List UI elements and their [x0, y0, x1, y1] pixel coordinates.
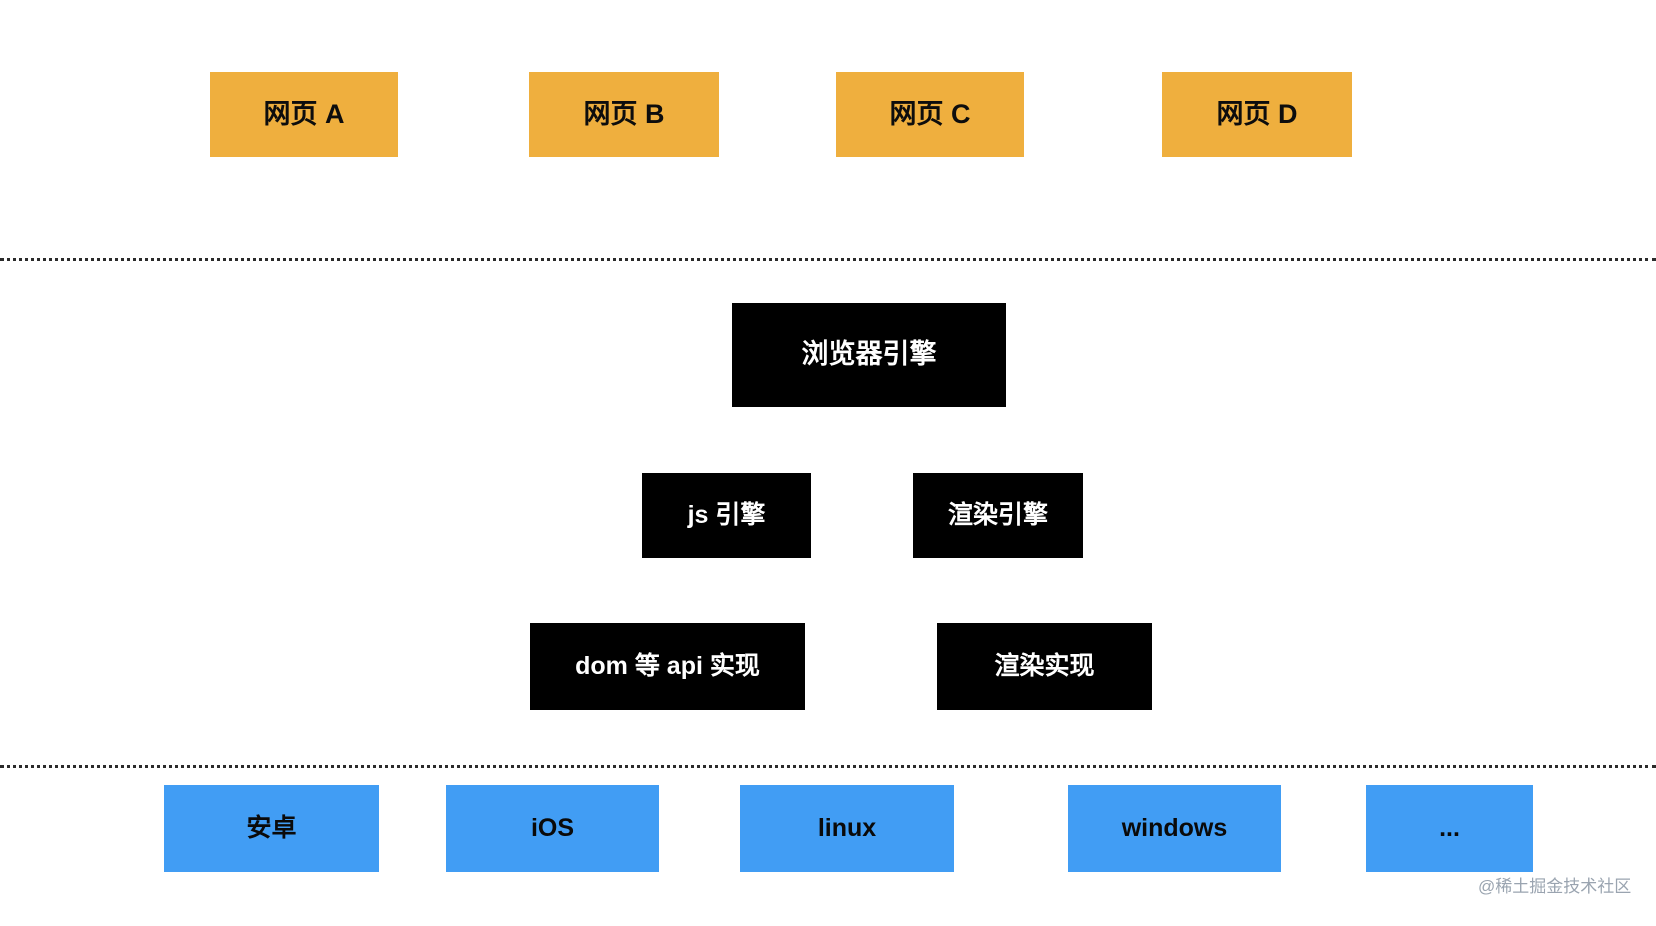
render-engine-box: 渲染引擎 [913, 473, 1083, 558]
render-engine-label: 渲染引擎 [947, 500, 1048, 529]
os-box-linux-label: linux [817, 813, 877, 842]
webpage-box-a: 网页 A [210, 72, 398, 157]
browser-engine-label: 浏览器引擎 [801, 339, 937, 370]
webpage-box-b-label: 网页 B [583, 98, 665, 129]
webpage-box-d-label: 网页 D [1216, 98, 1298, 129]
webpage-box-c-label: 网页 C [889, 98, 971, 129]
os-box-linux: linux [740, 785, 954, 872]
os-box-ios-label: iOS [530, 813, 575, 842]
os-box-windows: windows [1068, 785, 1281, 872]
os-box-windows-label: windows [1121, 813, 1228, 842]
webpage-box-c: 网页 C [836, 72, 1024, 157]
os-box-more: ... [1366, 785, 1533, 872]
divider-bottom [0, 765, 1656, 768]
os-box-more-label: ... [1439, 813, 1460, 842]
dom-api-impl-label: dom 等 api 实现 [575, 651, 760, 680]
render-impl-label: 渲染实现 [994, 651, 1095, 680]
browser-engine-box: 浏览器引擎 [732, 303, 1006, 407]
os-box-android-label: 安卓 [246, 813, 297, 842]
os-box-ios: iOS [446, 785, 659, 872]
js-engine-box: js 引擎 [642, 473, 811, 558]
webpage-box-b: 网页 B [529, 72, 719, 157]
render-impl-box: 渲染实现 [937, 623, 1152, 710]
dom-api-impl-box: dom 等 api 实现 [530, 623, 805, 710]
watermark: @稀土掘金技术社区 [1478, 877, 1632, 896]
webpage-box-d: 网页 D [1162, 72, 1352, 157]
divider-top [0, 258, 1656, 261]
os-box-android: 安卓 [164, 785, 379, 872]
webpage-box-a-label: 网页 A [263, 98, 345, 129]
js-engine-label: js 引擎 [687, 500, 766, 529]
